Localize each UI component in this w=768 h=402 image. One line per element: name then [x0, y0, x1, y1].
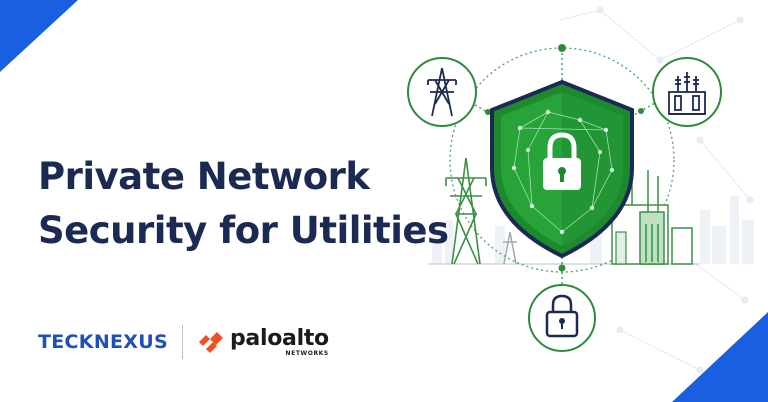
- title-line-2: Security for Utilities: [38, 209, 449, 252]
- paloalto-name: paloalto: [229, 325, 329, 351]
- small-tower: [503, 231, 517, 265]
- substation-icon: [652, 57, 722, 127]
- paloalto-mark-icon: [198, 332, 223, 353]
- shield-lock-icon: [490, 79, 634, 259]
- substation-right: [611, 170, 693, 265]
- transmission-tower: [445, 157, 487, 265]
- power-tower-icon: [407, 57, 477, 127]
- tecknexus-logo: TECKNEXUS: [38, 331, 168, 353]
- logo-bar: TECKNEXUS paloalto NETWORKS: [38, 322, 329, 362]
- corner-accent-bottom-right: [672, 312, 768, 402]
- tecknexus-logo-k: K: [78, 331, 94, 353]
- tecknexus-logo-part-2: NEXUS: [93, 331, 168, 353]
- paloalto-networks: NETWORKS: [285, 349, 329, 357]
- tecknexus-logo-part-1: TEC: [38, 331, 79, 353]
- corner-accent-top-left: [0, 0, 78, 72]
- title-line-1: Private Network: [38, 155, 370, 198]
- padlock-icon: [528, 284, 596, 352]
- paloalto-logo: paloalto NETWORKS: [229, 325, 329, 357]
- page-title: Private Network Security for Utilities: [38, 150, 449, 258]
- skyline: [432, 196, 754, 264]
- logo-divider: [181, 325, 183, 359]
- connector-nodes: [485, 44, 644, 272]
